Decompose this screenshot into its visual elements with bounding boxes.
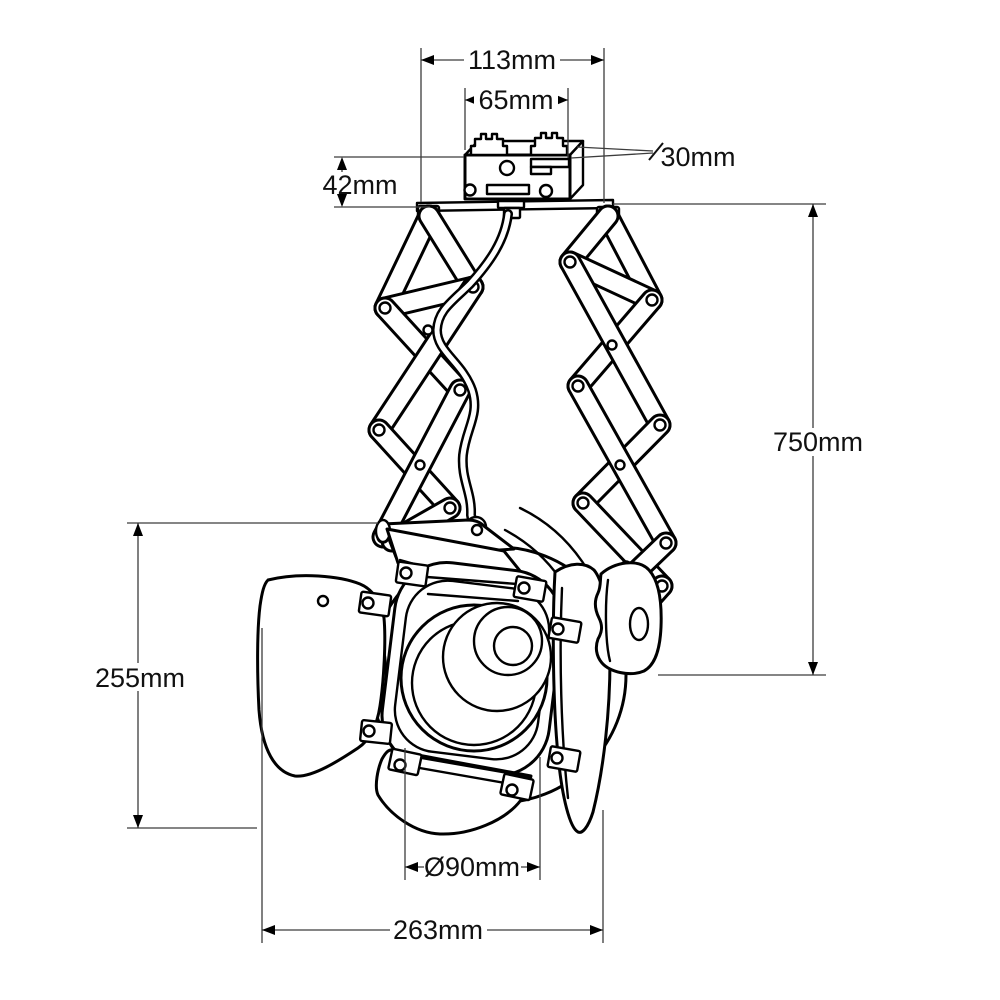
screw bbox=[393, 758, 407, 772]
pivot-hole bbox=[659, 536, 673, 550]
pivot-hole bbox=[414, 459, 426, 471]
track-adapter bbox=[463, 131, 585, 201]
screw bbox=[361, 596, 375, 610]
cable-clamp-hole bbox=[470, 523, 484, 537]
frame-rail-top-1 bbox=[425, 575, 519, 586]
adjustment-knob bbox=[594, 561, 663, 676]
screw bbox=[550, 751, 564, 765]
adapter-slot bbox=[485, 183, 531, 196]
barn-door-left bbox=[256, 574, 387, 778]
dim-label-lens-diameter: Ø90mm bbox=[424, 852, 520, 882]
lens-bezel bbox=[364, 560, 572, 778]
arrowhead bbox=[337, 194, 347, 207]
pivot-hole bbox=[422, 324, 434, 336]
adapter-hole-center bbox=[498, 159, 516, 177]
arrowhead bbox=[808, 662, 818, 675]
screw bbox=[551, 622, 565, 636]
pivot-hole bbox=[614, 459, 626, 471]
label-bg bbox=[464, 46, 560, 73]
label-bg bbox=[390, 915, 487, 941]
leader-30-tick bbox=[648, 142, 664, 161]
dim-label-adapter-length: 113mm bbox=[468, 45, 556, 75]
pivot-hole bbox=[372, 423, 386, 437]
arrowhead bbox=[133, 523, 143, 536]
screw bbox=[399, 566, 413, 580]
label-bg bbox=[92, 663, 188, 691]
pivot-hole bbox=[606, 339, 618, 351]
arrowhead bbox=[556, 95, 568, 105]
power-cable bbox=[431, 209, 513, 531]
arrowhead bbox=[590, 925, 603, 935]
pivot-hole bbox=[576, 496, 590, 510]
label-bg bbox=[474, 86, 558, 113]
pivot-hole bbox=[645, 293, 659, 307]
knob-slot bbox=[628, 606, 650, 642]
label-bg bbox=[424, 852, 521, 878]
pivot-hole bbox=[378, 301, 392, 315]
track-contact-right bbox=[529, 131, 569, 157]
frame-rail-top-2 bbox=[426, 592, 520, 603]
arrowhead bbox=[527, 862, 540, 872]
dim-label-adapter-height: 42mm bbox=[322, 170, 397, 200]
leader-30-top bbox=[576, 146, 654, 152]
pivot-hole bbox=[571, 379, 585, 393]
dim-label-head-width: 263mm bbox=[393, 915, 483, 945]
leader-30-bottom bbox=[570, 152, 654, 159]
dim-label-head-height: 255mm bbox=[95, 663, 185, 693]
screw bbox=[505, 783, 519, 797]
barn-door-left-hole bbox=[316, 594, 330, 608]
arrowhead bbox=[421, 55, 434, 65]
arrowhead bbox=[262, 925, 275, 935]
pivot-hole bbox=[563, 255, 577, 269]
knob-crease bbox=[604, 578, 612, 663]
screw bbox=[362, 724, 376, 738]
dim-label-adapter-depth: 30mm bbox=[660, 142, 735, 172]
dim-label-contact-spacing: 65mm bbox=[478, 85, 553, 115]
barn-door-right-crease bbox=[559, 586, 570, 800]
arrowhead bbox=[133, 815, 143, 828]
arrowhead bbox=[405, 862, 418, 872]
label-bg bbox=[768, 428, 868, 456]
adapter-switch-2 bbox=[529, 165, 553, 176]
pivot-hole bbox=[443, 501, 457, 515]
pivot-hole bbox=[653, 418, 667, 432]
track-contact-left bbox=[469, 132, 509, 157]
arrowhead bbox=[808, 204, 818, 217]
mount-brackets bbox=[357, 560, 583, 802]
arrowhead bbox=[337, 157, 347, 170]
arrowhead bbox=[591, 55, 604, 65]
pivot-hole bbox=[453, 383, 467, 397]
adapter-hole-left bbox=[463, 183, 477, 197]
screw bbox=[517, 581, 531, 595]
dimensions: 113mm 65mm 30mm 42mm 750mm 255mm Ø90mm 2… bbox=[92, 45, 868, 945]
reflector-hole bbox=[492, 625, 534, 667]
adapter-hole-right bbox=[538, 183, 554, 199]
dim-label-drop-height: 750mm bbox=[773, 427, 863, 457]
